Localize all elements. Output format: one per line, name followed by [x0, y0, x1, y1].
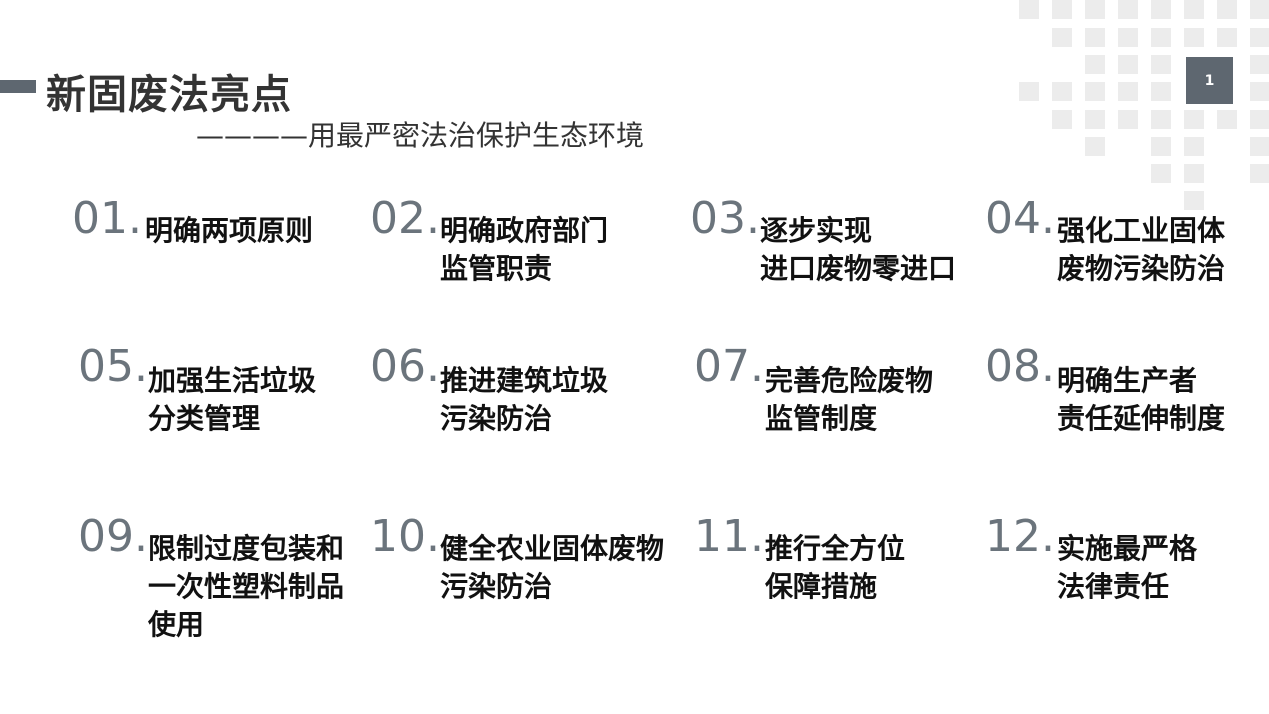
title-accent-bar [0, 80, 36, 93]
decorative-square [1085, 55, 1105, 74]
decorative-square [1151, 137, 1171, 156]
decorative-square [1019, 82, 1039, 101]
highlight-label: 实施最严格 法律责任 [1057, 532, 1198, 603]
decorative-square [1217, 0, 1237, 19]
decorative-square [1250, 55, 1269, 74]
decorative-square [1085, 137, 1105, 156]
decorative-square [1250, 0, 1269, 19]
highlight-number: 01. [72, 193, 142, 244]
highlight-label: 明确两项原则 [145, 214, 314, 247]
decorative-square [1250, 137, 1269, 156]
decorative-square [1118, 28, 1138, 47]
highlight-number: 10. [370, 511, 440, 562]
highlight-number: 06. [370, 341, 440, 392]
highlight-label: 健全农业固体废物 污染防治 [440, 532, 665, 603]
page-title: 新固废法亮点 [46, 72, 292, 118]
decorative-square [1184, 110, 1204, 129]
highlight-number: 12. [985, 511, 1055, 562]
highlight-number: 07. [694, 341, 764, 392]
decorative-square [1217, 28, 1237, 47]
decorative-square [1250, 82, 1269, 101]
decorative-square [1151, 55, 1171, 74]
highlight-label: 限制过度包装和 一次性塑料制品 使用 [148, 532, 345, 641]
highlight-label: 强化工业固体 废物污染防治 [1057, 214, 1226, 285]
decorative-square [1250, 110, 1269, 129]
highlight-number: 08. [985, 341, 1055, 392]
highlight-label: 完善危险废物 监管制度 [765, 364, 934, 435]
decorative-square [1085, 82, 1105, 101]
decorative-square [1118, 110, 1138, 129]
decorative-square [1151, 0, 1171, 19]
highlight-label: 推行全方位 保障措施 [765, 532, 906, 603]
page-subtitle: ————用最严密法治保护生态环境 [196, 119, 645, 152]
decorative-square [1052, 28, 1072, 47]
highlight-number: 11. [694, 511, 764, 562]
highlight-label: 逐步实现 进口废物零进口 [760, 214, 957, 285]
page-number: 1 [1204, 72, 1215, 89]
highlight-label: 明确生产者 责任延伸制度 [1057, 364, 1226, 435]
decorative-square [1184, 164, 1204, 183]
decorative-square [1184, 137, 1204, 156]
decorative-square [1250, 28, 1269, 47]
decorative-square [1019, 0, 1039, 19]
decorative-square [1118, 82, 1138, 101]
decorative-square [1184, 28, 1204, 47]
decorative-square [1184, 0, 1204, 19]
decorative-square [1151, 110, 1171, 129]
page-number-badge: 1 [1186, 57, 1233, 104]
decorative-square [1151, 28, 1171, 47]
decorative-square [1184, 191, 1204, 210]
decorative-square [1217, 110, 1237, 129]
decorative-square [1118, 0, 1138, 19]
decorative-square [1085, 28, 1105, 47]
decorative-square [1118, 55, 1138, 74]
highlight-number: 04. [985, 193, 1055, 244]
highlight-number: 05. [78, 341, 148, 392]
decorative-square [1052, 110, 1072, 129]
highlight-label: 明确政府部门 监管职责 [440, 214, 609, 285]
decorative-square [1052, 82, 1072, 101]
highlight-label: 加强生活垃圾 分类管理 [148, 364, 317, 435]
decorative-square [1151, 164, 1171, 183]
highlight-label: 推进建筑垃圾 污染防治 [440, 364, 609, 435]
decorative-square [1151, 82, 1171, 101]
decorative-square [1085, 110, 1105, 129]
decorative-square [1085, 0, 1105, 19]
highlight-number: 02. [370, 193, 440, 244]
highlight-number: 03. [690, 193, 760, 244]
decorative-square [1052, 0, 1072, 19]
highlight-number: 09. [78, 511, 148, 562]
decorative-square [1250, 164, 1269, 183]
